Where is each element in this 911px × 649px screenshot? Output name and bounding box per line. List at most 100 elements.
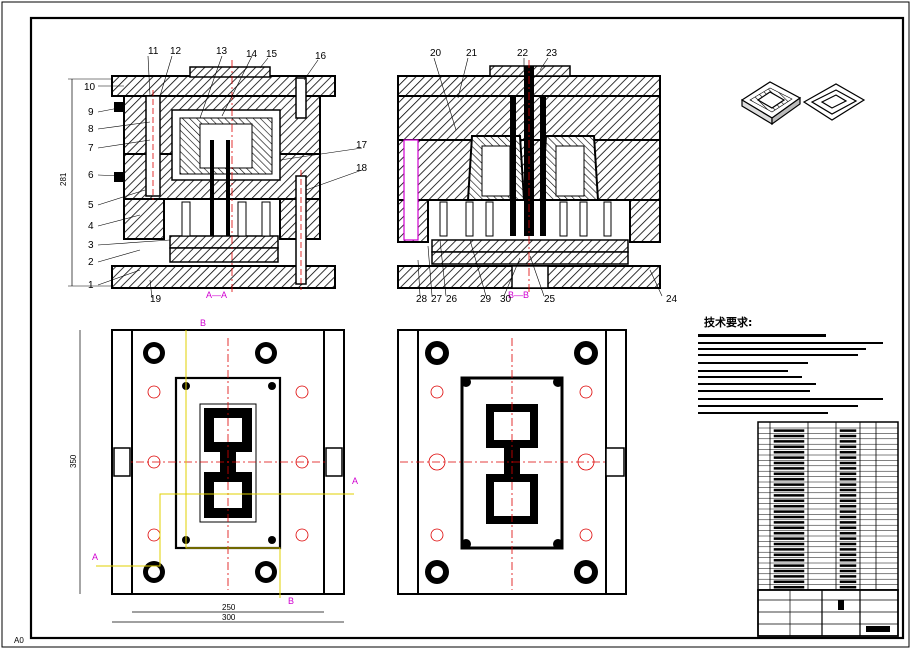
parts-list-cell-text <box>839 558 857 562</box>
svg-text:28: 28 <box>416 294 428 305</box>
part-labels-right <box>417 57 663 297</box>
svg-text:24: 24 <box>666 294 678 305</box>
svg-text:6: 6 <box>88 170 94 181</box>
parts-list-cell-text <box>839 548 857 551</box>
parts-list-cell-text <box>773 564 805 567</box>
parts-list-cell-text <box>773 585 805 589</box>
dim-height-left: 281 <box>59 172 68 186</box>
svg-text:14: 14 <box>246 49 258 60</box>
parts-list-cell-text <box>773 537 805 540</box>
parts-list-cell-text <box>773 483 805 486</box>
svg-text:17: 17 <box>356 140 368 151</box>
parts-list-cell-text <box>839 472 857 476</box>
svg-text:12: 12 <box>170 46 182 57</box>
parts-list-cell-text <box>839 477 857 481</box>
product-isometric <box>740 81 866 126</box>
parts-list-cell-text <box>839 542 857 546</box>
parts-list-cell-text <box>773 477 805 481</box>
parts-list-cell-text <box>773 456 805 459</box>
parts-list-cell-text <box>773 580 805 584</box>
parts-list-cell-text <box>773 467 805 470</box>
svg-text:26: 26 <box>446 294 458 305</box>
parts-list-cell-text <box>773 515 805 519</box>
section-view-b: B—B <box>397 60 661 300</box>
svg-text:11: 11 <box>148 46 159 57</box>
svg-text:1: 1 <box>88 280 94 291</box>
section-mark-a-left: A <box>92 552 98 562</box>
section-mark-a-right: A <box>352 476 358 486</box>
parts-list-cell-text <box>773 504 805 508</box>
parts-list-cell-text <box>839 434 857 438</box>
parts-list-cell-text <box>839 553 857 557</box>
svg-text:9: 9 <box>88 107 94 118</box>
parts-list-cell-text <box>773 569 805 573</box>
svg-text:27: 27 <box>431 294 443 305</box>
parts-list-cell-text <box>839 531 857 535</box>
parts-list-cell-text <box>773 510 805 513</box>
sheet-size-label: A0 <box>14 636 24 645</box>
svg-text:10: 10 <box>84 82 96 93</box>
tech-requirements-heading: 技术要求: <box>704 315 752 329</box>
parts-list-cell-text <box>773 445 805 449</box>
parts-list-cell-text <box>773 542 805 546</box>
svg-text:25: 25 <box>544 294 556 305</box>
parts-list-cell-text <box>839 569 857 573</box>
parts-list-cell-text <box>839 504 857 508</box>
parts-list-cell-text <box>839 564 857 567</box>
parts-list-cell-text <box>839 515 857 519</box>
dim-height-plan: 350 <box>69 454 78 468</box>
parts-list-cell-text <box>839 580 857 584</box>
section-mark-b-top: B <box>200 318 206 328</box>
svg-text:3: 3 <box>88 240 94 251</box>
section-view-a: 281 A—A <box>59 60 336 300</box>
part-numbers-left: 1 2 3 4 5 6 7 8 9 10 11 12 13 14 15 16 1… <box>84 46 368 305</box>
svg-text:16: 16 <box>315 51 327 62</box>
svg-text:15: 15 <box>266 49 278 60</box>
parts-list-cell-text <box>839 445 857 449</box>
section-label-aa: A—A <box>206 290 227 300</box>
parts-list-cell-text <box>773 526 805 530</box>
parts-list-cell-text <box>773 429 805 432</box>
parts-list-cell-text <box>839 537 857 540</box>
parts-list-cell-text <box>773 488 805 492</box>
parts-list-cell-text <box>839 429 857 432</box>
section-mark-b-bottom: B <box>288 596 294 606</box>
svg-text:20: 20 <box>430 48 442 59</box>
parts-list-cell-text <box>839 440 857 443</box>
plan-view-moving-half: B B A A 350 250 300 <box>69 318 358 623</box>
parts-list-cell-text <box>839 575 857 578</box>
dim-width-inner: 250 <box>222 603 236 612</box>
svg-text:13: 13 <box>216 46 228 57</box>
parts-list-cell-text <box>773 450 805 454</box>
parts-list-cell-text <box>773 575 805 578</box>
svg-text:5: 5 <box>88 200 94 211</box>
inner-border <box>29 16 905 640</box>
dim-width-outer: 300 <box>222 613 236 622</box>
section-label-bb: B—B <box>508 290 529 300</box>
svg-text:7: 7 <box>88 143 94 154</box>
parts-list-cell-text <box>839 585 857 589</box>
parts-list-cell-text <box>773 553 805 557</box>
tech-requirements: 技术要求: <box>698 315 883 414</box>
parts-list-cell-text <box>773 558 805 562</box>
title-block <box>757 589 899 637</box>
svg-text:22: 22 <box>517 48 529 59</box>
parts-list-cell-text <box>839 526 857 530</box>
parts-list-cell-text <box>839 461 857 465</box>
parts-list-cell-text <box>839 483 857 486</box>
parts-list-cell-text <box>773 434 805 438</box>
svg-text:2: 2 <box>88 257 94 268</box>
svg-text:30: 30 <box>500 294 512 305</box>
plan-view-fixed-half <box>397 329 627 595</box>
svg-text:21: 21 <box>466 48 478 59</box>
parts-list-cell-text <box>773 548 805 551</box>
parts-list-cell-text <box>839 499 857 503</box>
parts-list-cell-text <box>839 467 857 470</box>
parts-list-cell-text <box>773 494 805 497</box>
parts-list-cell-text <box>839 456 857 459</box>
svg-text:4: 4 <box>88 221 94 232</box>
parts-list-cell-text <box>773 440 805 443</box>
svg-text:18: 18 <box>356 163 368 174</box>
